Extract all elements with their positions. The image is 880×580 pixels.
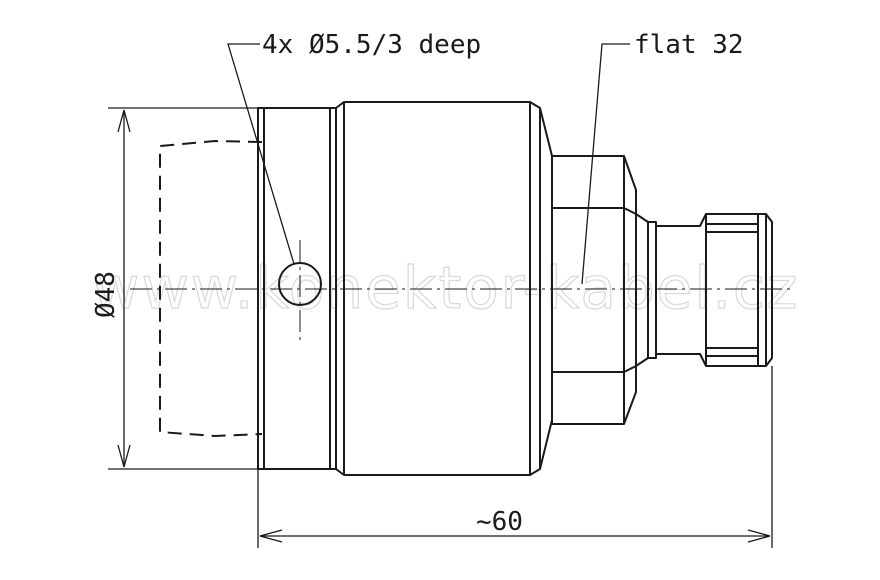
length-label: ~60 bbox=[476, 507, 523, 537]
watermark-text: www.konektor-kabel.cz bbox=[92, 254, 799, 322]
diameter-dimension bbox=[108, 107, 258, 470]
holes-leader-line bbox=[227, 43, 295, 265]
flat-annotation: flat 32 bbox=[634, 30, 744, 60]
length-dimension bbox=[257, 366, 773, 548]
diameter-label: Ø48 bbox=[91, 271, 121, 318]
flat-leader-line bbox=[581, 43, 630, 285]
connector-neck bbox=[635, 213, 657, 367]
front-interface bbox=[656, 213, 773, 367]
holes-annotation: 4x Ø5.5/3 deep bbox=[262, 30, 481, 60]
hex-nut bbox=[551, 155, 637, 425]
